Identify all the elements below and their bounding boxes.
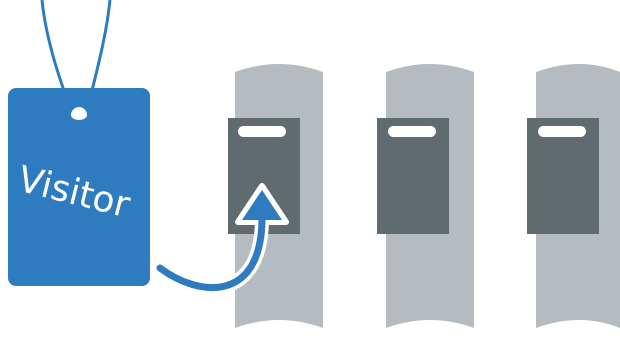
tag-string-loop [67,107,91,123]
post-1-badge-slot [238,126,286,137]
post-3 [527,64,620,328]
post-2-badge-slot [388,126,436,137]
visitor-tag: Visitor [8,88,150,286]
tag-body [8,88,150,286]
post-1 [228,64,323,328]
curved-arrow-icon [153,183,289,295]
post-3-badge-panel [527,118,599,234]
post-2-badge-panel [377,118,449,234]
post-3-badge-slot [538,126,586,137]
tag-eyelet [71,107,87,123]
post-2 [377,64,474,328]
